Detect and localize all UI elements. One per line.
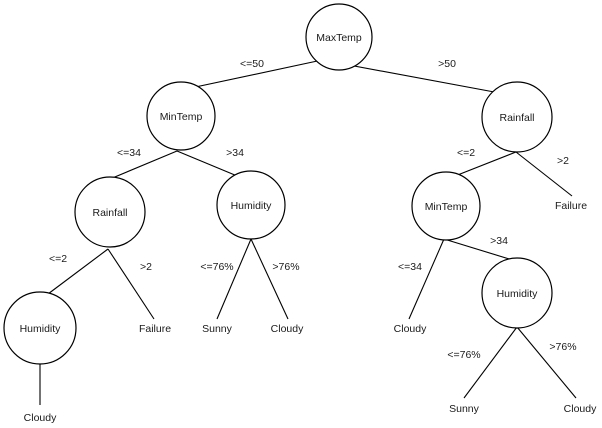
node-label: MinTemp [425, 201, 468, 213]
edge-label: <=76% [200, 261, 233, 273]
edge-label: <=2 [49, 253, 67, 265]
node-maxtemp: MaxTemp [305, 3, 373, 71]
node-label: Rainfall [499, 112, 534, 124]
leaf-cloudy: Cloudy [24, 412, 57, 424]
edge-mintemp-right-humidity [443, 238, 520, 263]
leaf-failure: Failure [139, 323, 171, 335]
edge-label: <=2 [457, 147, 475, 159]
edge-humidity-cloudy [250, 238, 289, 320]
node-label: Humidity [497, 288, 539, 300]
edge-rainfall-right-mintemp [449, 151, 517, 179]
node-label: MinTemp [160, 111, 203, 123]
edge-mintemp-right-cloudy [408, 238, 445, 320]
edge-humidity-sunny [216, 238, 252, 320]
edge-mintemp-rainfall [109, 150, 178, 180]
leaf-cloudy: Cloudy [271, 323, 304, 335]
node-label: Humidity [231, 200, 273, 212]
leaf-sunny: Sunny [449, 403, 480, 415]
node-humidity-mid: Humidity [216, 170, 286, 240]
node-rainfall-left: Rainfall [74, 176, 146, 248]
node-humidity-bottom-right: Humidity [481, 257, 553, 329]
edge-label: >34 [490, 235, 508, 247]
leaf-sunny: Sunny [202, 323, 233, 335]
node-label: Humidity [20, 323, 62, 335]
edge-humidity-bottom-cloudy [516, 326, 577, 399]
edge-labels: <=50 >50 <=34 >34 <=2 >2 <=2 >2 <=76% >7… [49, 58, 577, 361]
node-humidity-left: Humidity [3, 291, 77, 365]
node-label: MaxTemp [316, 32, 362, 44]
node-mintemp-right: MinTemp [411, 171, 481, 241]
edge-rainfall-left-humidity [47, 248, 109, 295]
edge-label: >2 [557, 155, 569, 167]
edge-label: >50 [438, 58, 456, 70]
leaf-failure: Failure [555, 200, 587, 212]
node-rainfall-right: Rainfall [481, 81, 553, 153]
edge-humidity-bottom-sunny [463, 326, 518, 399]
leaf-cloudy: Cloudy [564, 403, 597, 415]
edge-label: >2 [140, 261, 152, 273]
edge-label: <=34 [117, 147, 141, 159]
edge-rainfall-left-failure [107, 248, 155, 320]
leaf-cloudy: Cloudy [394, 323, 427, 335]
edge-label: <=50 [240, 58, 264, 70]
node-label: Rainfall [92, 207, 127, 219]
edge-label: >76% [549, 341, 576, 353]
edge-label: >34 [226, 147, 244, 159]
leaf-labels: Cloudy Failure Sunny Cloudy Failure Clou… [24, 200, 597, 424]
edge-label: >76% [272, 261, 299, 273]
edge-label: <=34 [398, 261, 422, 273]
node-mintemp-left: MinTemp [146, 81, 216, 151]
edge-mintemp-humidity [176, 150, 243, 179]
edge-rainfall-right-failure [515, 151, 573, 197]
edge-label: <=76% [447, 349, 480, 361]
